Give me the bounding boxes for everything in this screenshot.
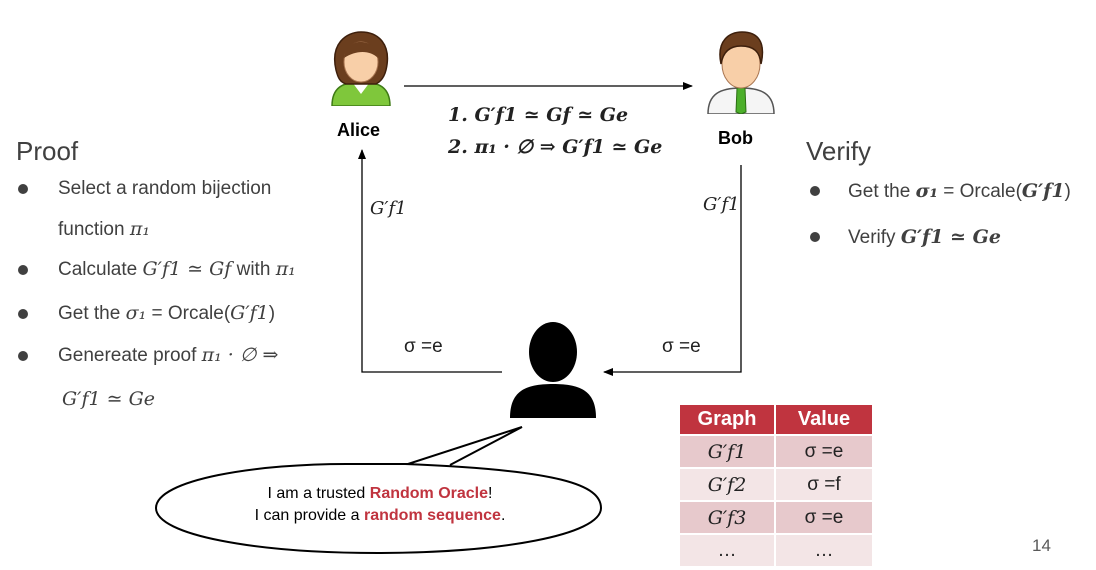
- proof-item-1: Select a random bijection: [58, 178, 271, 200]
- message-line-2: 2. π₁ · ∅ ⇒ G′f1 ≃ Ge: [448, 136, 663, 158]
- table-row: G′f1 σ =e: [680, 436, 872, 467]
- speech-line-2-post: .: [500, 507, 506, 524]
- speech-line-1: I am a trusted Random Oracle!: [160, 483, 600, 505]
- speech-bubble: [154, 426, 603, 555]
- verify-item-1-mid: = Orcale(: [943, 181, 1022, 202]
- verify-heading: Verify: [806, 136, 872, 166]
- bob-label: Bob: [718, 128, 753, 148]
- alice-arrow-label: G′f1: [370, 198, 407, 219]
- table-cell-graph: …: [680, 535, 774, 566]
- alice-label: Alice: [337, 120, 381, 140]
- proof-item-3-text: Get the: [58, 303, 121, 324]
- verify-item-1-math1: σ₁: [915, 180, 938, 202]
- proof-item-1-cont: function π₁: [58, 218, 150, 241]
- proof-item-3-mid: = Orcale(: [151, 303, 231, 324]
- verify-item-2: Verify G′f1 ≃ Ge: [848, 226, 1001, 249]
- table-cell-value: σ =f: [776, 469, 872, 500]
- table-header-value: Value: [776, 405, 872, 434]
- speech-line-1-post: !: [488, 485, 493, 502]
- proof-item-2: Calculate G′f1 ≃ Gf with π₁: [58, 258, 296, 281]
- bullet-dot: [18, 351, 28, 361]
- speech-line-2: I can provide a random sequence.: [160, 505, 600, 527]
- right-sigma-label: σ =e: [662, 336, 701, 357]
- bullet-dot: [18, 184, 28, 194]
- proof-item-2-mid: with: [236, 259, 271, 280]
- female-user-icon: [331, 31, 391, 106]
- bullet-dot: [18, 265, 28, 275]
- verify-item-1: Get the σ₁ = Orcale(G′f1): [848, 180, 1071, 203]
- table-header-graph: Graph: [680, 405, 774, 434]
- proof-item-3-math2: G′f1: [230, 302, 269, 324]
- proof-item-4-cont: G′f1 ≃ Ge: [62, 388, 156, 410]
- table-row: G′f2 σ =f: [680, 469, 872, 500]
- table-cell-value: …: [776, 535, 872, 566]
- table-row: G′f3 σ =e: [680, 502, 872, 533]
- person-silhouette-icon: [510, 322, 596, 418]
- table-cell-value: σ =e: [776, 502, 872, 533]
- proof-item-1-math: π₁: [129, 218, 150, 240]
- page-number: 14: [1032, 536, 1051, 555]
- proof-item-4-math1: π₁ · ∅ ⇒: [201, 344, 279, 366]
- speech-line-1-pre: I am a trusted: [267, 485, 370, 502]
- proof-item-3-end: ): [268, 303, 276, 324]
- table-cell-graph: G′f1: [680, 436, 774, 467]
- oracle-table: Graph Value G′f1 σ =e G′f2 σ =f G′f3 σ =…: [678, 403, 874, 568]
- proof-item-1-text: Select a random bijection: [58, 178, 272, 199]
- table-row: … …: [680, 535, 872, 566]
- bullet-dot: [810, 232, 820, 242]
- speech-text: I am a trusted Random Oracle! I can prov…: [160, 483, 600, 527]
- message-line-1: 1. G′f1 ≃ Gf ≃ Ge: [448, 104, 629, 126]
- table-cell-graph: G′f3: [680, 502, 774, 533]
- proof-item-2-text: Calculate: [58, 259, 138, 280]
- proof-item-1-cont-text: function: [58, 219, 125, 240]
- random-sequence-highlight: random sequence: [364, 507, 501, 524]
- proof-item-3-math1: σ₁: [125, 302, 147, 324]
- male-user-icon: [707, 31, 775, 114]
- verify-item-2-text: Verify: [848, 227, 896, 248]
- bob-arrow-label: G′f1: [703, 194, 740, 215]
- proof-item-3: Get the σ₁ = Orcale(G′f1): [58, 302, 275, 325]
- verify-item-2-math1: G′f1 ≃ Ge: [900, 226, 1001, 248]
- verify-item-1-text: Get the: [848, 181, 911, 202]
- bullet-dot: [810, 186, 820, 196]
- oracle-to-alice-arrow: [358, 149, 502, 373]
- proof-item-2-math1: G′f1 ≃ Gf: [142, 258, 232, 280]
- proof-item-4-text: Genereate proof: [58, 345, 197, 366]
- random-oracle-highlight: Random Oracle: [369, 485, 489, 502]
- verify-item-1-end: ): [1064, 181, 1071, 202]
- bob-to-oracle-arrow: [603, 165, 742, 376]
- verify-item-1-math2: G′f1: [1021, 180, 1065, 202]
- speech-line-2-pre: I can provide a: [254, 507, 364, 524]
- proof-item-4: Genereate proof π₁ · ∅ ⇒: [58, 344, 278, 367]
- proof-item-2-math2: π₁: [275, 258, 296, 280]
- proof-heading: Proof: [16, 136, 79, 166]
- table-cell-value: σ =e: [776, 436, 872, 467]
- table-cell-graph: G′f2: [680, 469, 774, 500]
- table-header-row: Graph Value: [680, 405, 872, 434]
- bullet-dot: [18, 309, 28, 319]
- left-sigma-label: σ =e: [404, 336, 443, 357]
